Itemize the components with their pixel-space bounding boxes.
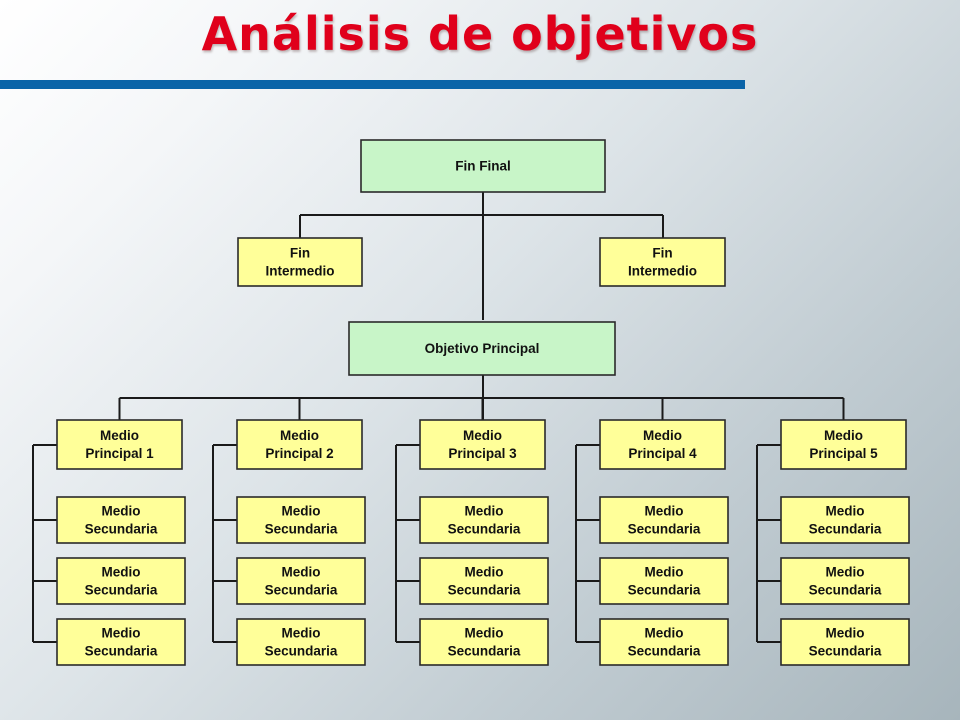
medio-principal-node-2-label-line-1: Medio [280,428,319,443]
medio-principal-node-3-label-line-1: Medio [463,428,502,443]
medio-secundaria-node-3-1-label-line-1: Medio [465,504,504,519]
medio-principal-node-5-label-line-1: Medio [824,428,863,443]
medio-secundaria-node-1-1-label-line-2: Secundaria [85,522,158,537]
connectors [32,192,845,643]
medio-secundaria-node-2-3-label-line-2: Secundaria [265,644,338,659]
medio-secundaria-node-4-1-label-line-2: Secundaria [628,522,701,537]
fin-intermedio-node-2-box [599,237,726,287]
medio-secundaria-node-5-3-box [780,618,910,666]
medio-secundaria-node-1-2-label-line-1: Medio [102,565,141,580]
medio-secundaria-node-1-3-box [56,618,186,666]
medio-secundaria-node-4-2-label-line-2: Secundaria [628,583,701,598]
medio-secundaria-node-5-3-label-line-1: Medio [826,626,865,641]
medio-principal-node-1-label-line-2: Principal 1 [85,446,154,461]
medio-secundaria-node-4-3-label-line-1: Medio [645,626,684,641]
medio-principal-node-5-label-line-2: Principal 5 [809,446,878,461]
fin-final-node: Fin Final [360,139,606,193]
medio-secundaria-node-3-2-box [419,557,549,605]
medio-secundaria-node-1-3-label-line-1: Medio [102,626,141,641]
medio-secundaria-node-3-3-label-line-2: Secundaria [448,644,521,659]
medio-principal-node-1-label-line-1: Medio [100,428,139,443]
medio-secundaria-node-4-1-box [599,496,729,544]
medio-secundaria-node-2-1-label-line-2: Secundaria [265,522,338,537]
fin-intermedio-node-1-label-line-2: Intermedio [265,264,334,279]
medio-principal-node-5-box [780,419,907,470]
medio-secundaria-node-3-1-box [419,496,549,544]
medio-secundaria-node-3-2-label-line-1: Medio [465,565,504,580]
medio-secundaria-node-2-1-label-line-1: Medio [282,504,321,519]
medio-secundaria-node-4-1-label-line-1: Medio [645,504,684,519]
fin-final-node-label-line-1: Fin Final [455,159,511,174]
medio-principal-node-4-label-line-1: Medio [643,428,682,443]
medio-secundaria-node-2-3-box [236,618,366,666]
medio-secundaria-node-1-2-box [56,557,186,605]
medio-principal-node-4-box [599,419,726,470]
objetivo-principal-node-box [348,321,616,376]
medio-secundaria-node-3-3-label-line-1: Medio [465,626,504,641]
medio-secundaria-node-5-2-label-line-2: Secundaria [809,583,882,598]
nodes: Fin FinalFinIntermedioFinIntermedioObjet… [56,139,910,666]
medio-secundaria-node-5-1-label-line-1: Medio [826,504,865,519]
medio-secundaria-node-5-1-label-line-2: Secundaria [809,522,882,537]
fin-intermedio-node-2-label-line-2: Intermedio [628,264,697,279]
medio-secundaria-node-5-3-label-line-2: Secundaria [809,644,882,659]
fin-intermedio-node-1-box [237,237,363,287]
medio-principal-node-1-box [56,419,183,470]
medio-secundaria-node-1-3-label-line-2: Secundaria [85,644,158,659]
medio-principal-node-2-label-line-2: Principal 2 [265,446,333,461]
medio-secundaria-node-4-3-box [599,618,729,666]
medio-secundaria-node-2-3-label-line-1: Medio [282,626,321,641]
medio-secundaria-node-1-1-label-line-1: Medio [102,504,141,519]
medio-principal-node-4-label-line-2: Principal 4 [628,446,697,461]
medio-principal-node-2-box [236,419,363,470]
title-underline [0,80,745,89]
medio-secundaria-node-2-2-label-line-1: Medio [282,565,321,580]
objetivo-principal-node-label-line-1: Objetivo Principal [425,341,540,356]
medio-secundaria-node-5-2-box [780,557,910,605]
medio-secundaria-node-4-2-box [599,557,729,605]
medio-secundaria-node-4-2-label-line-1: Medio [645,565,684,580]
slide-title: Análisis de objetivos [201,7,759,61]
objetivo-principal-node: Objetivo Principal [348,321,616,376]
medio-secundaria-node-5-2-label-line-1: Medio [826,565,865,580]
medio-principal-node-3-box [419,419,546,470]
medio-secundaria-node-3-2-label-line-2: Secundaria [448,583,521,598]
medio-secundaria-node-2-1-box [236,496,366,544]
medio-secundaria-node-3-1-label-line-2: Secundaria [448,522,521,537]
fin-intermedio-node-1-label-line-1: Fin [290,246,310,261]
medio-secundaria-node-4-3-label-line-2: Secundaria [628,644,701,659]
medio-secundaria-node-1-1-box [56,496,186,544]
medio-secundaria-node-2-2-label-line-2: Secundaria [265,583,338,598]
medio-secundaria-node-3-3-box [419,618,549,666]
medio-secundaria-node-1-2-label-line-2: Secundaria [85,583,158,598]
medio-principal-node-3-label-line-2: Principal 3 [448,446,517,461]
fin-intermedio-node-2-label-line-1: Fin [652,246,672,261]
medio-secundaria-node-2-2-box [236,557,366,605]
fin-final-node-box [360,139,606,193]
medio-secundaria-node-5-1-box [780,496,910,544]
